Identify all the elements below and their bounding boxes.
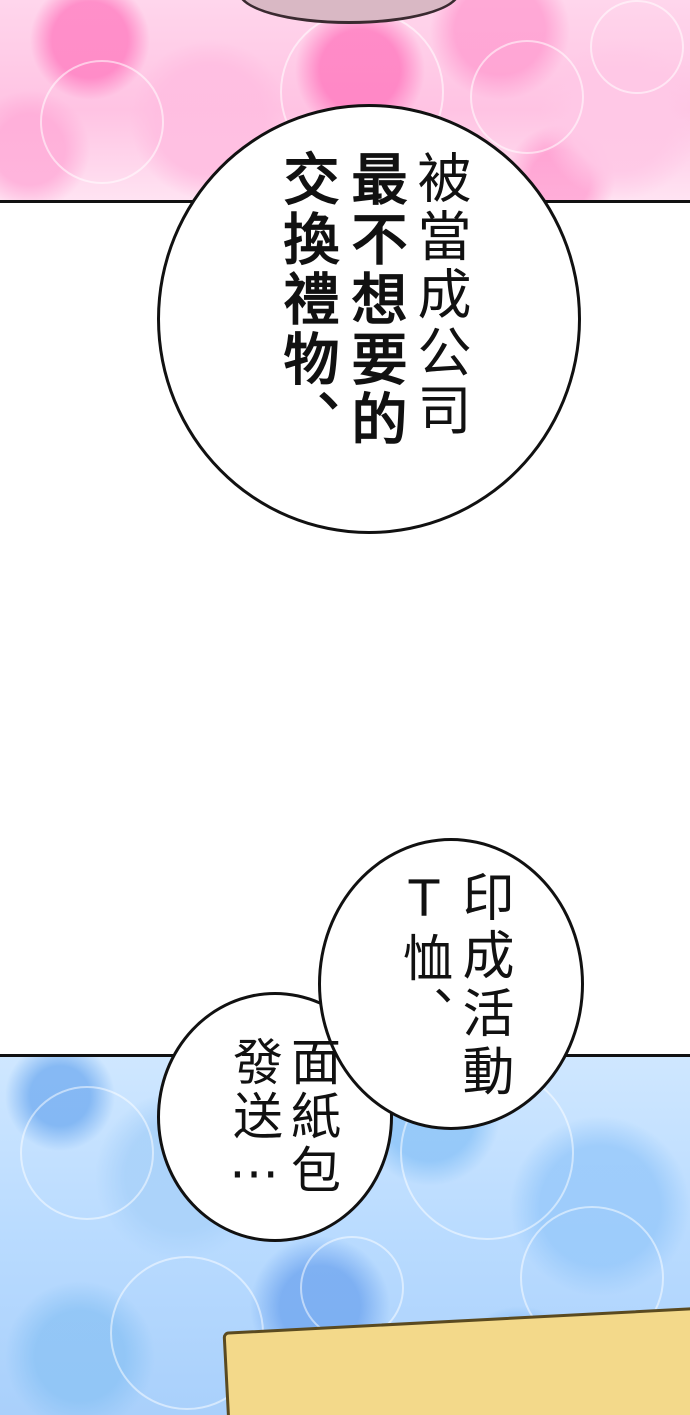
bubble-orb	[40, 60, 164, 184]
bubble-1-text-col-3: 交換禮物、	[274, 150, 339, 450]
character-head-edge	[238, 0, 460, 24]
bubble-3-text-col-1: 面紙包	[283, 1036, 341, 1198]
bubble-2-text-col-2: T恤、	[395, 870, 453, 1040]
bubble-1-text-col-2: 最不想要的	[342, 150, 407, 450]
speech-bubble-1	[157, 104, 581, 534]
bubble-orb	[20, 1086, 154, 1220]
bubble-3-text-col-2: 發送⋯	[225, 1036, 283, 1206]
speech-bubble-2	[318, 838, 584, 1130]
bubble-orb	[470, 40, 584, 154]
bubble-1-text-col-1: 被當成公司	[408, 150, 471, 440]
bubble-orb	[590, 0, 684, 94]
bubble-2-text-col-1: 印成活動	[453, 870, 513, 1102]
